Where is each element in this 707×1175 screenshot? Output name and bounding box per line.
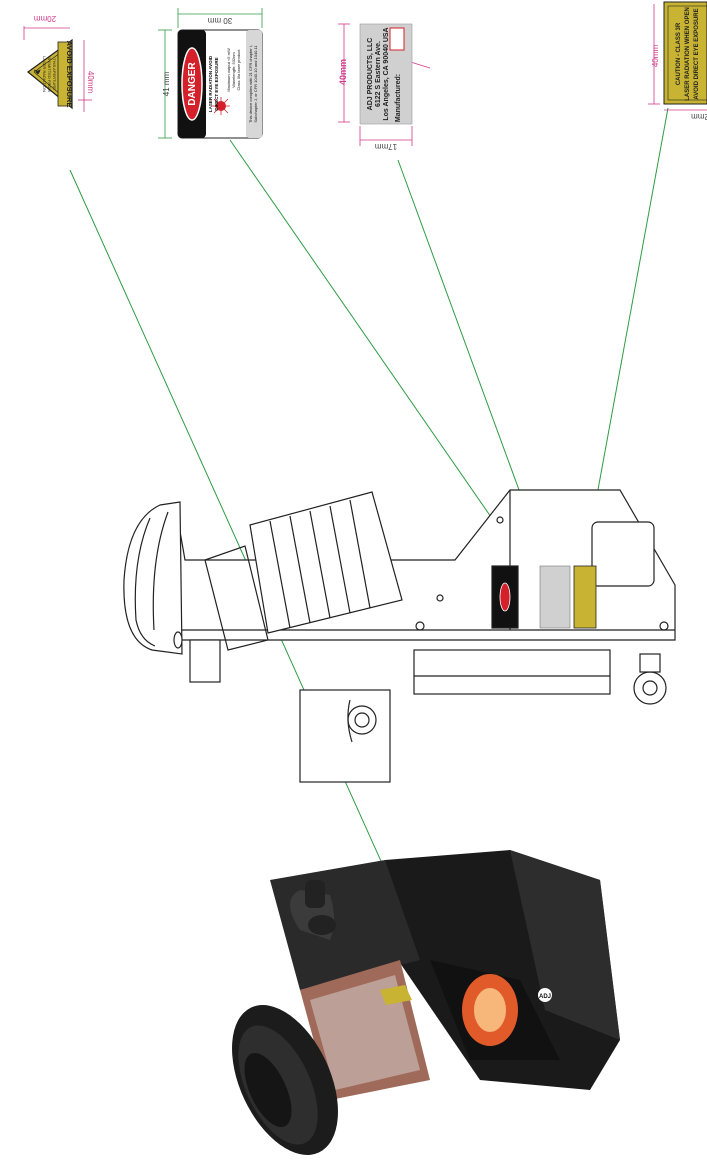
- danger-line5: Class IIIa laser product: [236, 49, 241, 91]
- avoid-exposure-big-text: AVOID EXPOSURE: [65, 41, 74, 108]
- fixture-lens-head: [123, 501, 183, 655]
- mirror-assembly: [204, 491, 403, 651]
- avoid-exposure-line1: LASER RADIATION: [42, 56, 47, 92]
- danger-line2: DIRECT EYE EXPOSURE: [214, 57, 219, 110]
- laser-starburst-icon: [33, 69, 41, 75]
- avoid-exposure-label: 20mm 40mm AVOID EXPOSURE LASER RADIATION…: [23, 14, 95, 112]
- danger-label: 30 mm 41 mm DANGER LASER RADIATION AVOID…: [158, 8, 263, 139]
- leader-line-danger: [229, 139, 519, 557]
- caution-line3: AVOID DIRECT EYE EXPOSURE: [694, 8, 700, 99]
- danger-line7: Subchapter J, or CFR 1040.10 and 1040.11: [253, 45, 258, 123]
- manufacturer-width-dimension: 17mm: [375, 142, 398, 151]
- avoid-exposure-height-dimension: 40mm: [86, 71, 95, 94]
- manufacturer-label: 40mm 17mm ADJ PRODUCTS, LLC 6122 S Easte…: [338, 23, 431, 151]
- danger-line1: LASER RADIATION AVOID: [208, 55, 213, 112]
- adj-logo-text: ADJ: [539, 994, 551, 1000]
- danger-line4: Wavelength: 532nm: [231, 52, 236, 88]
- danger-line6: This device complies with 21 CFR chapter…: [248, 45, 253, 123]
- danger-height-dimension: 41 mm: [162, 71, 171, 96]
- danger-header: DANGER: [187, 62, 198, 106]
- fixture-side-panel: [591, 521, 655, 587]
- danger-width-dimension: 30 mm: [207, 16, 232, 25]
- avoid-exposure-width-dimension: 20mm: [34, 14, 57, 23]
- caution-height-dimension: 40mm: [651, 45, 660, 68]
- caution-label: 40mm 2mm CAUTION - CLASS 3R LASER RADIAT…: [648, 1, 707, 121]
- adj-logo-icon: [538, 988, 552, 1002]
- manufacturer-line2: 6122 S Eastern Ave.: [375, 41, 382, 107]
- fixture-line-drawing: [123, 489, 676, 783]
- caution-line2: LASER RADIATION WHEN OPEN: [685, 7, 691, 101]
- manufacturer-line4: Manufactured:: [395, 74, 402, 122]
- manufacturer-height-dimension: 40mm: [338, 59, 348, 85]
- fixture-product-photo: ADJ: [232, 850, 620, 1155]
- caution-width-dimension: 2mm: [691, 112, 707, 121]
- caution-line1: CAUTION - CLASS 3R: [676, 22, 682, 85]
- avoid-exposure-line2: IS EMITTED FROM: [47, 56, 52, 91]
- manufacturer-line3: Los Angeles, CA 90040 USA: [383, 27, 390, 120]
- manufacturer-line1: ADJ PRODUCTS, LLC: [367, 38, 374, 111]
- danger-line3: Maximum output <5 mW: [226, 48, 231, 92]
- avoid-exposure-line3: THIS APERTURE: [52, 58, 57, 90]
